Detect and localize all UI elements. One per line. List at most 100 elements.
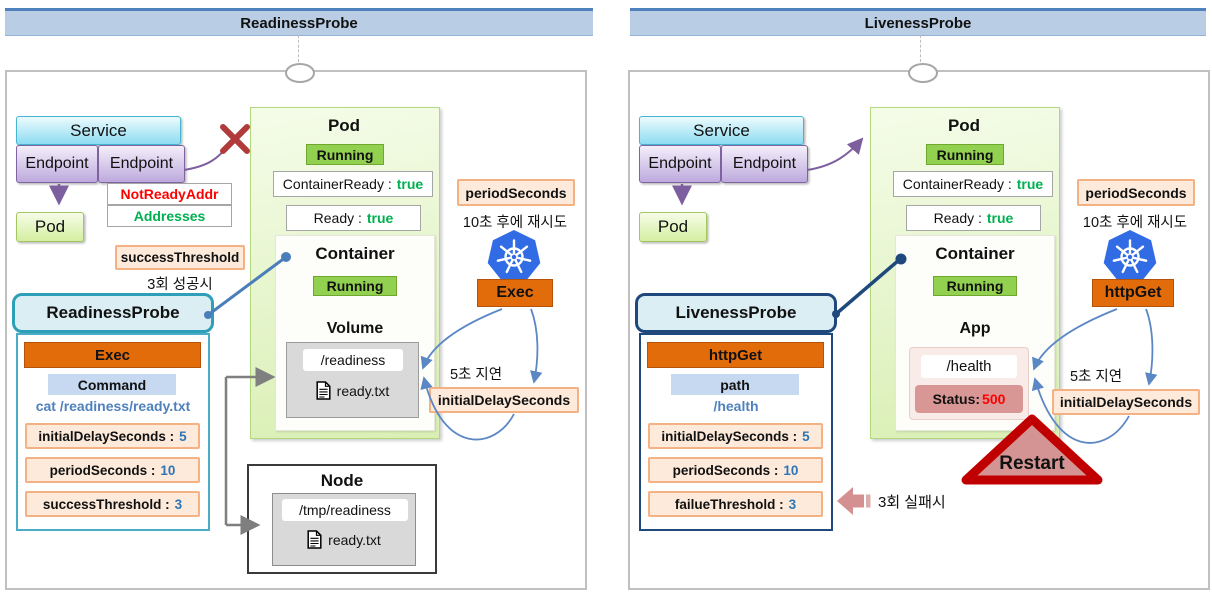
app-status-box: Status: 500 [915,385,1023,413]
volume-file-name: ready.txt [336,382,390,399]
service-box: Service [639,116,804,145]
addresses-row: Addresses [107,205,232,227]
node-title: Node [320,471,364,490]
ready-value: true [986,210,1014,226]
readiness-panel: Service Endpoint Endpoint NotReadyAddr A… [5,63,587,590]
app-path-label: /health [921,355,1017,378]
ready-box: Ready : true [286,205,421,231]
readiness-probe-card: Exec Command cat /readiness/ready.txt in… [16,333,210,531]
connector-line [920,35,921,62]
probe-param-label: Command [48,374,176,395]
ready-box: Ready : true [906,205,1041,231]
failure-caption: 3회 실패시 [878,494,946,511]
field-value: 3 [788,496,797,512]
pod-card: Pod Running ContainerReady : true Ready … [870,107,1060,439]
endpoint-box: Endpoint [721,145,808,183]
node-file-name: ready.txt [328,531,381,548]
app-box: /health Status: 500 [909,347,1029,420]
volume-title: Volume [326,320,384,337]
endpoint-box: Endpoint [16,145,98,183]
ready-label: Ready : [313,210,362,226]
liveness-panel: Service Endpoint Endpoint Pod LivenessPr… [628,63,1210,590]
container-card: Container Running Volume /readiness read… [275,235,435,431]
node-volume-box: /tmp/readiness ready.txt [272,493,416,566]
kubernetes-icon [1103,230,1157,282]
readiness-title-bar: ReadinessProbe [5,8,593,36]
field-label: periodSeconds : [672,462,779,478]
field-label: initialDelaySeconds : [38,428,175,444]
connector-ellipse [285,63,315,83]
probe-field-row: periodSeconds : 10 [648,457,823,483]
status-label: Status: [932,391,981,407]
period-seconds-caption: 10초 후에 재시도 [1082,215,1188,231]
readiness-title: ReadinessProbe [240,14,358,32]
field-value: 10 [783,462,799,478]
initial-delay-chip: initialDelaySeconds [429,387,579,413]
field-label: successThreshold : [42,496,170,512]
probe-action-row: Exec [24,342,201,368]
container-ready-value: true [1016,176,1044,192]
exec-to-delay-curve [530,308,543,384]
node-path-label: /tmp/readiness [282,499,408,521]
period-seconds-chip: periodSeconds [1077,179,1195,206]
readiness-probe-card-title: ReadinessProbe [12,293,214,333]
container-ready-box: ContainerReady : true [273,171,433,197]
container-ready-label: ContainerReady : [902,176,1012,192]
container-status-badge: Running [313,276,397,296]
container-title: Container [315,244,395,263]
pod-status-badge: Running [926,144,1004,165]
probe-param-label: path [671,374,799,395]
pod-card: Pod Running ContainerReady : true Ready … [250,107,440,439]
httpget-badge: httpGet [1092,279,1174,307]
initial-delay-chip: initialDelaySeconds [1052,389,1200,415]
container-ready-label: ContainerReady : [282,176,392,192]
liveness-probe-card-title: LivenessProbe [635,293,837,333]
liveness-probe-card: httpGet path /health initialDelaySeconds… [639,333,833,531]
probe-field-row: failueThreshold : 3 [648,491,823,517]
kubernetes-icon [487,230,541,282]
status-value: 500 [982,391,1006,407]
service-box: Service [16,116,181,145]
red-x-icon [220,124,250,154]
pod-card-title: Pod [947,116,981,135]
pod-card-title: Pod [327,116,361,135]
success-threshold-chip: successThreshold [115,245,245,270]
liveness-title-bar: LivenessProbe [630,8,1206,36]
volume-box: /readiness ready.txt [286,342,419,418]
field-value: 10 [160,462,176,478]
delay-caption: 5초 지연 [1069,369,1123,385]
period-seconds-caption: 10초 후에 재시도 [462,215,568,231]
volume-file-row: ready.txt [287,381,418,400]
period-seconds-chip: periodSeconds [457,179,575,206]
probe-param-value: cat /readiness/ready.txt [35,398,191,414]
not-ready-addr-row: NotReadyAddr [107,183,232,205]
probe-field-row: successThreshold : 3 [25,491,200,517]
liveness-title: LivenessProbe [864,14,972,32]
probe-param-value: /health [713,398,759,414]
connector-ellipse [908,63,938,83]
pod-small-box: Pod [16,212,84,242]
success-threshold-caption: 3회 성공시 [147,277,213,293]
container-status-badge: Running [933,276,1017,296]
endpoint-box: Endpoint [639,145,721,183]
node-card: Node /tmp/readiness ready.txt [247,464,437,574]
probe-action-row: httpGet [647,342,824,368]
endpoint-box: Endpoint [98,145,185,183]
pod-small-box: Pod [639,212,707,242]
probe-field-row: initialDelaySeconds : 5 [648,423,823,449]
block-arrow-left-icon [837,487,871,515]
ready-value: true [366,210,394,226]
container-ready-value: true [396,176,424,192]
ready-label: Ready : [933,210,982,226]
document-icon [307,530,322,549]
container-card: Container Running App /health Status: 50… [895,235,1055,431]
field-value: 3 [174,496,183,512]
delay-caption: 5초 지연 [449,367,503,383]
connector-line [298,35,299,62]
container-ready-box: ContainerReady : true [893,171,1053,197]
node-file-row: ready.txt [273,530,415,549]
exec-badge: Exec [477,279,553,307]
container-title: Container [935,244,1015,263]
restart-label: Restart [999,453,1065,474]
